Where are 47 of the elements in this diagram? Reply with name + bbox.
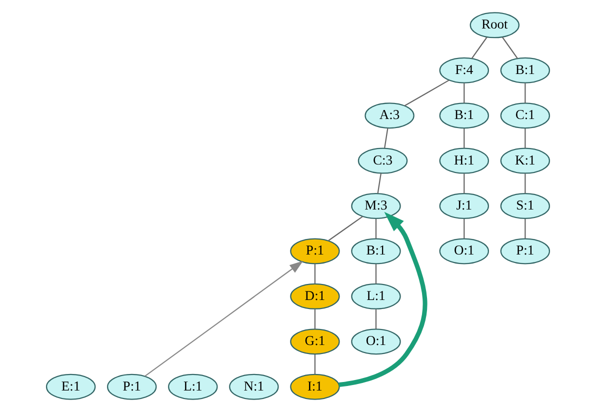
connector	[463, 83, 464, 104]
connector	[524, 83, 526, 104]
connector	[374, 264, 376, 284]
node-ellipse: D:1	[290, 283, 340, 310]
node-ellipse: C:1	[500, 102, 550, 129]
connector	[374, 218, 376, 239]
arrow	[338, 212, 427, 388]
connector	[376, 173, 382, 194]
node-ellipse: S:1	[500, 193, 550, 219]
connector	[524, 128, 526, 148]
connector	[374, 309, 376, 330]
node-ellipse: C:3	[357, 148, 408, 174]
connector	[314, 264, 316, 284]
node-ellipse: L:1	[350, 283, 400, 310]
node-ellipse: Root	[469, 12, 520, 38]
connector	[470, 36, 487, 59]
connector	[314, 354, 316, 374]
node-ellipse: P:1	[290, 238, 340, 264]
connector	[404, 80, 449, 106]
connector	[463, 218, 464, 239]
arrow	[144, 260, 303, 377]
node-ellipse: F:4	[438, 57, 488, 84]
connector	[524, 174, 526, 194]
node-ellipse: K:1	[500, 148, 550, 174]
node-ellipse: B:1	[500, 57, 550, 84]
node-ellipse: M:3	[350, 193, 400, 219]
node-ellipse: N:1	[228, 374, 278, 400]
node-ellipse: O:1	[438, 238, 488, 264]
node-ellipse: G:1	[290, 328, 340, 355]
node-ellipse: P:1	[106, 374, 156, 400]
node-ellipse: O:1	[350, 328, 400, 355]
connector	[463, 128, 464, 148]
connector	[463, 174, 464, 194]
node-ellipse: I:1	[290, 374, 340, 400]
connector	[384, 128, 388, 148]
node-ellipse: P:1	[500, 238, 550, 264]
node-ellipse: B:1	[438, 102, 488, 129]
connector	[524, 218, 526, 239]
node-ellipse: H:1	[438, 148, 488, 174]
connector	[314, 309, 316, 330]
node-ellipse: J:1	[438, 193, 488, 219]
node-ellipse: B:1	[350, 238, 400, 264]
node-ellipse: E:1	[45, 374, 96, 400]
node-ellipse: A:3	[364, 102, 414, 129]
connector	[328, 216, 363, 241]
connector	[501, 36, 518, 59]
node-ellipse: L:1	[168, 374, 218, 400]
